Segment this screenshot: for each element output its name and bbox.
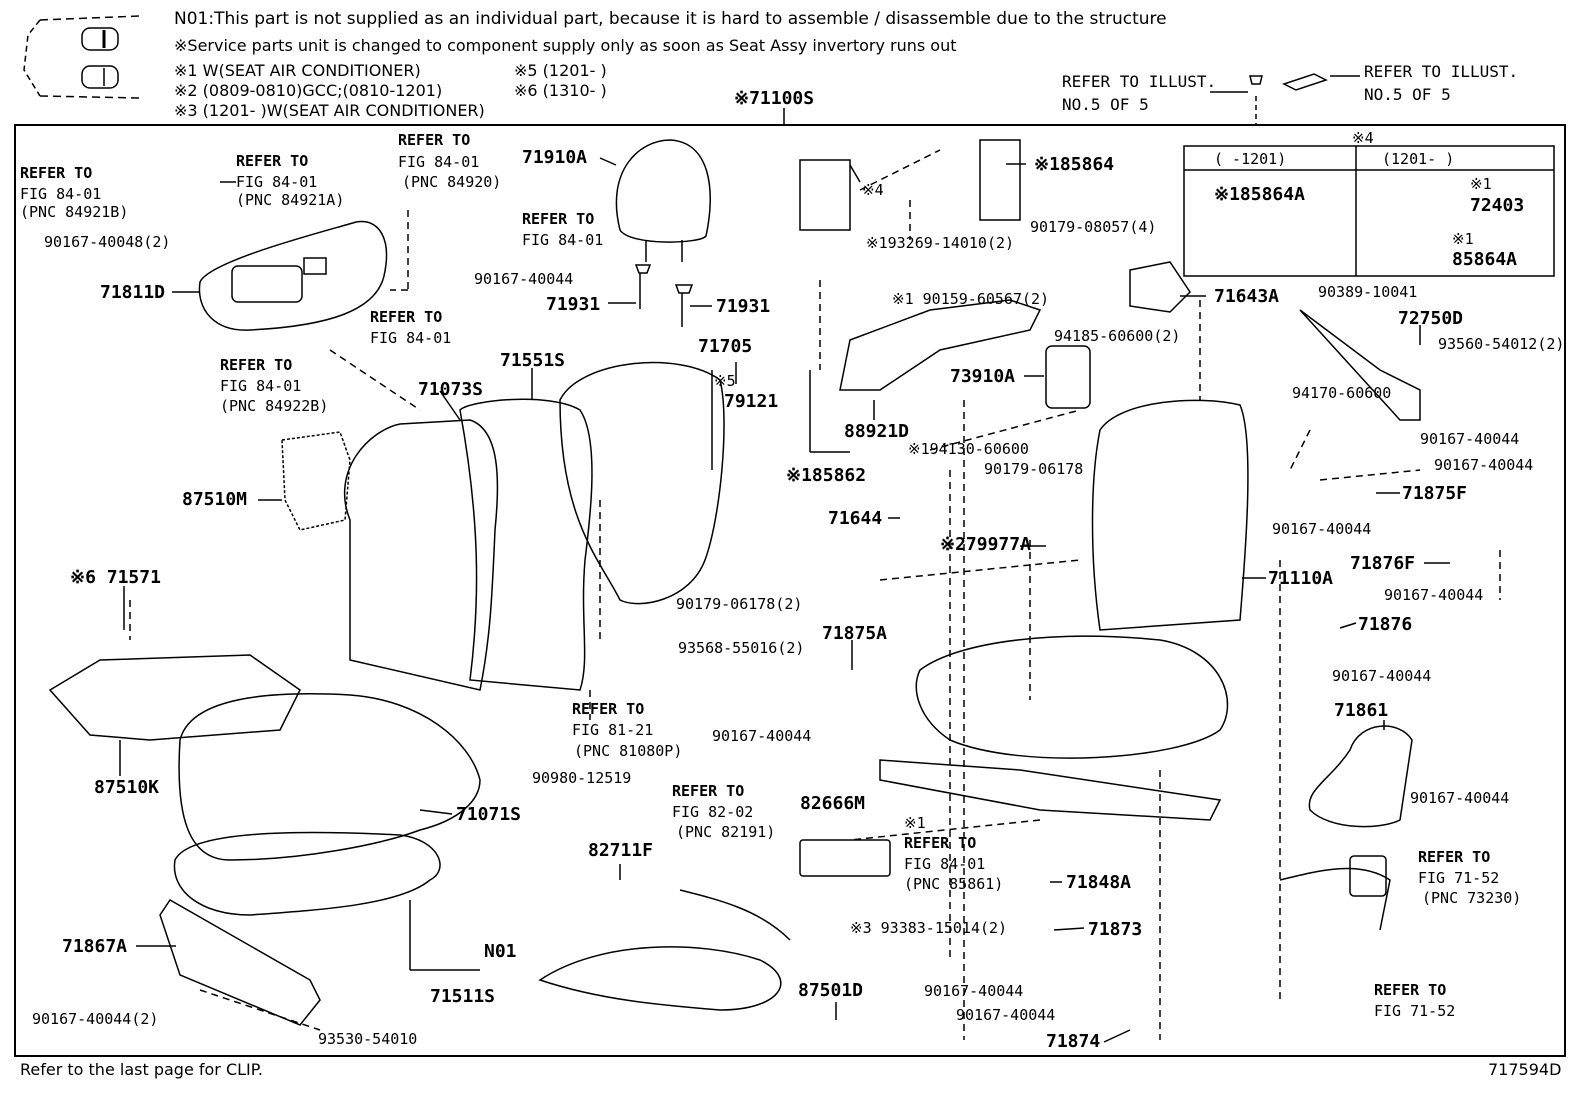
inset-col2-header: (1201- ) [1382,150,1455,168]
diagram-frame [14,124,1566,1057]
small-part-label: 90167-40044 [1272,520,1372,538]
part-label: N01 [484,941,517,962]
small-part-label: 90167-40044 [1420,430,1520,448]
part-label: ※4 [862,181,884,199]
part-label: 87510M [182,489,248,510]
small-part-label: 90167-40044 [1434,456,1534,474]
part-label: 87510K [94,777,160,798]
small-part-label: ※3 93383-15014(2) [850,919,1008,937]
part-label: 71874 [1046,1031,1101,1052]
part-label: 71551S [500,350,566,371]
part-label: 79121 [724,391,779,412]
part-label: ※185862 [786,465,867,486]
small-part-label: 71931 [716,296,771,317]
part-label: 73910A [950,366,1016,387]
note-key-6: ※6 (1310- ) [514,81,607,100]
small-part-label: 90167-40044 [474,270,574,288]
top-ref-right-line2: NO.5 OF 5 [1364,85,1451,104]
small-part-label: 90980-12519 [532,769,632,787]
small-part-label: 71931 [546,294,601,315]
note-key-3: ※3 (1201- )W(SEAT AIR CONDITIONER) [174,101,485,120]
inset-col2-part1: 72403 [1470,195,1525,216]
top-ref-right-line1: REFER TO ILLUST. [1364,62,1519,81]
part-label: ※6 71571 [70,567,161,588]
footer-clip-note: Refer to the last page for CLIP. [20,1060,263,1079]
top-ref-left-line2: NO.5 OF 5 [1062,95,1149,114]
small-part-label: 90179-06178 [984,460,1084,478]
small-part-label: 90167-40044(2) [32,1010,159,1028]
small-part-label: 90179-06178(2) [676,595,803,613]
part-label: 71876 [1358,614,1413,635]
note-service: ※Service parts unit is changed to compon… [174,36,957,55]
part-label: 87501D [798,980,864,1001]
inset-marker: ※4 [1352,129,1374,147]
small-part-label: 90167-40048(2) [44,233,171,251]
part-label: 72750D [1398,308,1464,329]
small-part-label: 93568-55016(2) [678,639,805,657]
top-ref-left-line1: REFER TO ILLUST. [1062,72,1217,91]
part-label: 71875F [1402,483,1468,504]
small-part-label: 90179-08057(4) [1030,218,1157,236]
part-label: ※279977A [940,534,1031,555]
part-label: 82711F [588,840,654,861]
note-key-2: ※2 (0809-0810)GCC;(0810-1201) [174,81,443,100]
note-key-1: ※1 W(SEAT AIR CONDITIONER) [174,61,421,80]
small-part-label: 90167-40044 [924,982,1024,1000]
small-part-label: 90167-40044 [712,727,812,745]
small-part-label: 90167-40044 [1384,586,1484,604]
part-label: 71910A [522,147,588,168]
note-n01: N01:This part is not supplied as an indi… [174,9,1167,29]
small-part-label: ※194130-60600 [908,440,1029,458]
part-label: ※185864 [1034,154,1115,175]
part-label: 71867A [62,936,128,957]
inset-col2-note1: ※1 [1470,175,1492,193]
part-label: 71811D [100,282,166,303]
part-label: 71873 [1088,919,1143,940]
note-key-5: ※5 (1201- ) [514,61,607,80]
part-label: 82666M [800,793,866,814]
small-part-label: ※193269-14010(2) [866,234,1015,252]
part-label: 71643A [1214,286,1280,307]
small-part-label: 90167-40044 [1410,789,1510,807]
part-label: 88921D [844,421,910,442]
small-part-label: 90167-40044 [1332,667,1432,685]
footer-figure-id: 717594D [1488,1060,1562,1079]
part-label: 71705 [698,336,753,357]
small-part-label: 90389-10041 [1318,283,1418,301]
part-label: 71071S [456,804,522,825]
part-label: 71511S [430,986,496,1007]
small-part-label: 90167-40044 [956,1006,1056,1024]
part-label: 71110A [1268,568,1334,589]
part-label: 71875A [822,623,888,644]
part-label: 71848A [1066,872,1132,893]
part-label: 71876F [1350,553,1416,574]
part-label: ※5 [714,372,736,390]
inset-col1-part: ※185864A [1214,184,1305,205]
small-part-label: 93530-54010 [318,1030,418,1048]
small-part-label: ※1 90159-60567(2) [892,290,1050,308]
small-part-label: 93560-54012(2) [1438,335,1565,353]
small-part-label: 94170-60600 [1292,384,1392,402]
part-label: 71073S [418,379,484,400]
part-label: 71861 [1334,700,1389,721]
small-part-label: 94185-60600(2) [1054,327,1181,345]
inset-col2-note2: ※1 [1452,230,1474,248]
inset-col2-part2: 85864A [1452,249,1518,270]
part-label: 71644 [828,508,883,529]
assy-part-number: ※71100S [734,88,815,109]
inset-col1-header: ( -1201) [1214,150,1287,168]
